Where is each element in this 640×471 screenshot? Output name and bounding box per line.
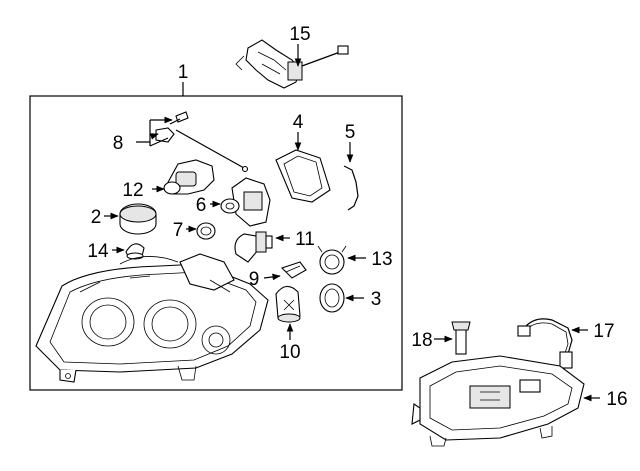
leader-9 <box>263 273 281 281</box>
part-7-o-ring <box>196 222 216 240</box>
part-16-bracket <box>411 355 585 447</box>
callout-18: 18 <box>411 330 432 351</box>
callout-17: 17 <box>593 321 614 342</box>
leader-8 <box>136 119 170 147</box>
part-10-bulb <box>275 285 301 323</box>
callout-16: 16 <box>606 389 627 410</box>
part-17-harness <box>517 318 573 369</box>
callout-9: 9 <box>249 269 260 290</box>
leader-8-arrow-b <box>149 133 159 140</box>
callout-3: 3 <box>371 289 382 310</box>
callout-10: 10 <box>279 342 300 363</box>
callout-6: 6 <box>196 195 207 216</box>
part-12-bulb <box>163 159 215 195</box>
part-18-pin <box>451 321 471 355</box>
assembly-frame <box>29 95 403 391</box>
callout-7: 7 <box>173 220 184 241</box>
part-4-gasket <box>275 149 331 203</box>
part-9-wedge-bulb <box>280 261 307 279</box>
part-15-leveling-motor <box>235 39 349 89</box>
headlamp-housing <box>35 253 269 383</box>
part-5-wire <box>343 165 359 211</box>
callout-2: 2 <box>91 207 102 228</box>
callout-11: 11 <box>295 229 315 250</box>
callout-1: 1 <box>178 62 189 83</box>
callout-5: 5 <box>345 122 356 143</box>
callout-12: 12 <box>122 180 143 201</box>
callout-8: 8 <box>113 133 124 154</box>
part-14-small-cap <box>125 243 145 260</box>
callout-13: 13 <box>371 249 392 270</box>
part-6-bulb-socket <box>220 177 271 227</box>
callout-4: 4 <box>293 112 304 133</box>
part-13-socket <box>317 245 347 275</box>
part-2-cap <box>119 203 157 235</box>
callout-14: 14 <box>87 241 109 262</box>
part-8-screw-clip <box>155 111 249 173</box>
part-3-ring <box>319 283 345 313</box>
callout-15: 15 <box>289 24 310 45</box>
part-11-halogen-bulb <box>234 231 273 263</box>
